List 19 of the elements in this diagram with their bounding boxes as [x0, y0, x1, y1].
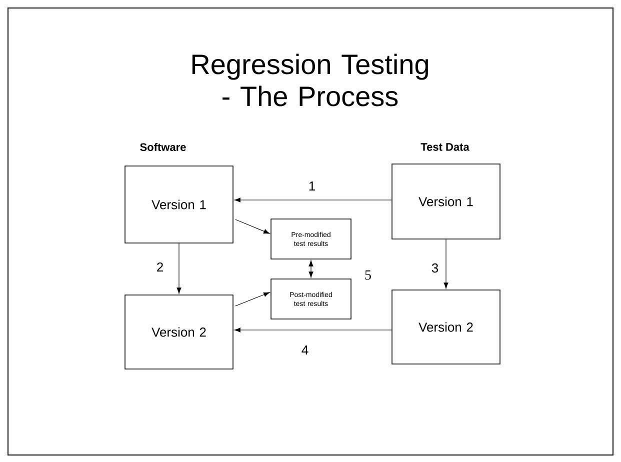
version-box: Version 2 [124, 294, 234, 370]
edge-label: 1 [307, 180, 317, 192]
edge-label: 4 [300, 344, 310, 356]
edge-label: 2 [155, 261, 165, 273]
version-box: Version 1 [124, 166, 234, 244]
arrow [235, 292, 270, 306]
column-heading: Test Data [420, 143, 470, 151]
arrow [444, 239, 448, 289]
version-box: Version 2 [392, 290, 500, 364]
edge-label: 5 [364, 269, 372, 281]
arrow [235, 219, 270, 234]
arrow [308, 260, 314, 278]
arrow [234, 328, 392, 332]
arrow [176, 243, 182, 294]
arrow [234, 198, 392, 202]
edge-label: 3 [430, 262, 440, 274]
title: Regression Testing - The Process [192, 54, 428, 106]
version-box: Version 1 [392, 164, 500, 240]
column-heading: Software [140, 142, 186, 152]
